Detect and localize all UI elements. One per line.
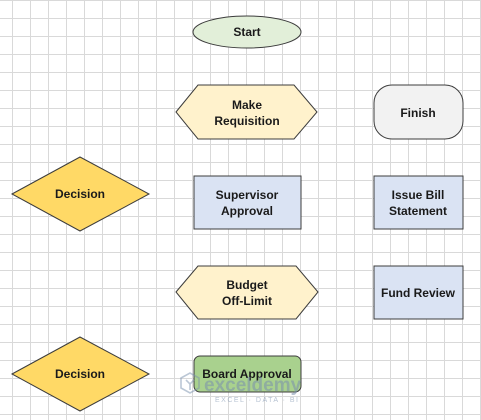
decision-top-shape[interactable]: Decision (10, 156, 151, 232)
make-requisition-shape[interactable]: Make Requisition (175, 84, 318, 140)
supervisor-approval-shape[interactable]: Supervisor Approval (193, 175, 302, 230)
watermark-tagline: EXCEL · DATA · BI (215, 397, 300, 404)
board-approval-shape[interactable]: Board Approval (193, 355, 302, 393)
supervisor-approval-label-line-2: Approval (221, 204, 273, 218)
start-label: Start (233, 25, 260, 39)
supervisor-approval-label-line-1: Supervisor (216, 188, 279, 202)
start-shape[interactable]: Start (192, 15, 302, 49)
decision-top-label: Decision (55, 187, 105, 201)
make-requisition-label-line-1: Make (232, 98, 262, 112)
issue-bill-statement-label-line-2: Statement (389, 204, 447, 218)
decision-bottom-label: Decision (55, 367, 105, 381)
budget-off-limit-label-line-1: Budget (226, 278, 267, 292)
fund-review-label: Fund Review (381, 286, 456, 300)
watermark-brand: exceldemy (204, 375, 302, 396)
fund-review-shape[interactable]: Fund Review (373, 265, 464, 320)
issue-bill-statement-label-line-1: Issue Bill (392, 188, 445, 202)
watermark: exceldemy EXCEL · DATA · BI (180, 372, 302, 404)
decision-bottom-shape[interactable]: Decision (10, 336, 151, 412)
finish-label: Finish (400, 106, 435, 120)
board-approval-label: Board Approval (202, 367, 292, 381)
issue-bill-statement-shape[interactable]: Issue Bill Statement (373, 175, 464, 230)
exceldemy-logo-icon (180, 372, 200, 394)
budget-off-limit-shape[interactable]: Budget Off-Limit (175, 265, 319, 320)
make-requisition-label-line-2: Requisition (214, 114, 279, 128)
budget-off-limit-label-line-2: Off-Limit (222, 294, 272, 308)
finish-shape[interactable]: Finish (373, 84, 464, 140)
